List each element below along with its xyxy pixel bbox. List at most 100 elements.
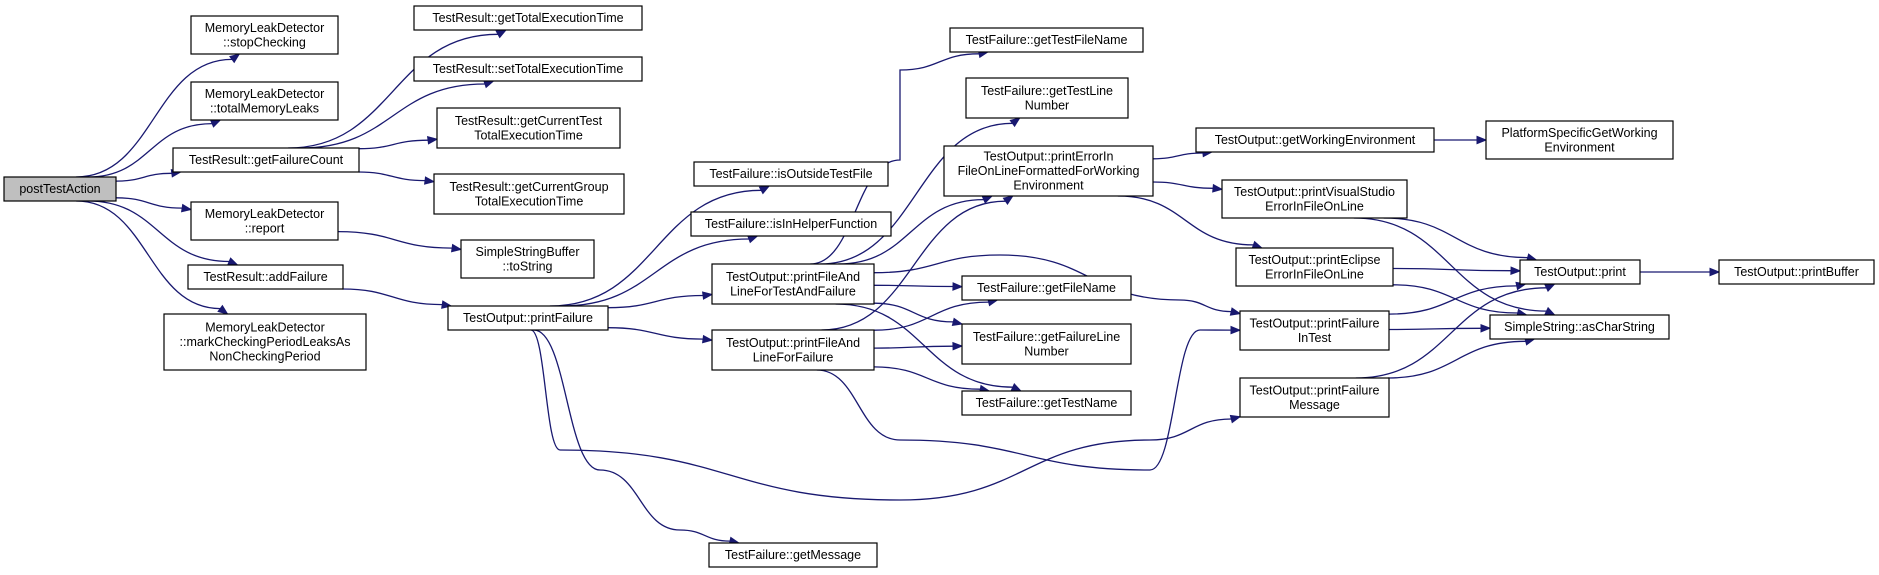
node-mld-markChecking[interactable]: MemoryLeakDetector::markCheckingPeriodLe… xyxy=(163,313,367,371)
node-label: LineForTestAndFailure xyxy=(730,284,856,298)
node-box xyxy=(693,161,889,187)
edge-line xyxy=(1383,217,1528,259)
call-edge xyxy=(358,171,436,185)
node-label: TestOutput::printFileAnd xyxy=(726,270,860,284)
edge-line xyxy=(873,284,954,288)
edge-line xyxy=(358,171,426,182)
node-label: TestFailure::getFileName xyxy=(977,281,1116,295)
arrowhead-icon xyxy=(952,282,964,291)
edge-line xyxy=(1392,267,1512,272)
node-tr-getCurrentGroupTotal[interactable]: TestResult::getCurrentGroupTotalExecutio… xyxy=(433,173,625,215)
node-label: TestOutput::printFailure xyxy=(1250,383,1380,397)
edge-line xyxy=(87,122,213,178)
node-label: TestResult::addFailure xyxy=(203,270,327,284)
node-tf-getTestName[interactable]: TestFailure::getTestName xyxy=(961,390,1132,416)
node-tr-getCurrentTestTotal[interactable]: TestResult::getCurrentTestTotalExecution… xyxy=(436,107,621,149)
node-label: TestFailure::getFailureLine xyxy=(973,330,1120,344)
arrowhead-icon xyxy=(758,185,771,195)
node-box xyxy=(190,81,339,121)
node-mld-report[interactable]: MemoryLeakDetector::report xyxy=(190,201,339,241)
arrowhead-icon xyxy=(1709,267,1721,277)
edge-line xyxy=(607,327,704,340)
node-box xyxy=(190,15,339,55)
node-label: NonCheckingPeriod xyxy=(209,350,320,364)
edge-line xyxy=(530,329,1232,501)
node-tf-getMessage[interactable]: TestFailure::getMessage xyxy=(708,542,878,568)
node-label: ::toString xyxy=(502,259,552,273)
node-box xyxy=(413,56,643,82)
arrowhead-icon xyxy=(1002,195,1014,205)
node-label: postTestAction xyxy=(19,182,100,196)
node-tf-getFileName[interactable]: TestFailure::getFileName xyxy=(961,275,1132,301)
node-to-printEclipse[interactable]: TestOutput::printEclipseErrorInFileOnLin… xyxy=(1235,247,1394,287)
node-mld-stopChecking[interactable]: MemoryLeakDetector::stopChecking xyxy=(190,15,339,55)
edge-line xyxy=(1152,181,1214,189)
node-label: TestFailure::isOutsideTestFile xyxy=(709,167,872,181)
edge-line xyxy=(115,197,183,209)
call-edge xyxy=(1383,217,1538,262)
call-edge xyxy=(76,200,229,315)
node-label: Number xyxy=(1025,98,1069,112)
node-label: Message xyxy=(1289,398,1340,412)
arrowhead-icon xyxy=(1010,383,1023,392)
node-box xyxy=(711,263,875,305)
node-label: ::report xyxy=(245,221,285,235)
node-ssb-toString[interactable]: SimpleStringBuffer::toString xyxy=(460,239,595,279)
call-edge xyxy=(533,329,741,546)
node-box xyxy=(1235,247,1394,287)
arrowhead-icon xyxy=(1212,183,1224,193)
node-to-printBuffer[interactable]: TestOutput::printBuffer xyxy=(1718,259,1875,285)
call-edge xyxy=(1152,181,1224,193)
node-label: ::markCheckingPeriodLeaksAs xyxy=(180,335,351,349)
node-mld-totalMemoryLeaks[interactable]: MemoryLeakDetector::totalMemoryLeaks xyxy=(190,81,339,121)
call-edge xyxy=(549,185,771,307)
node-tr-addFailure[interactable]: TestResult::addFailure xyxy=(187,264,344,290)
node-to-getWorkingEnvironment[interactable]: TestOutput::getWorkingEnvironment xyxy=(1195,127,1435,153)
node-box xyxy=(965,77,1129,119)
node-tf-isInHelperFunction[interactable]: TestFailure::isInHelperFunction xyxy=(690,211,892,237)
node-tf-isOutsideTestFile[interactable]: TestFailure::isOutsideTestFile xyxy=(693,161,889,187)
node-box xyxy=(413,5,643,31)
node-label: ErrorInFileOnLine xyxy=(1265,199,1364,213)
node-tr-setTotalExecutionTime[interactable]: TestResult::setTotalExecutionTime xyxy=(413,56,643,82)
node-to-printVisualStudio[interactable]: TestOutput::printVisualStudioErrorInFile… xyxy=(1221,179,1408,219)
call-edge xyxy=(873,282,964,291)
node-label: TestOutput::printErrorIn xyxy=(984,150,1114,164)
node-ss-asCharString[interactable]: SimpleString::asCharString xyxy=(1489,314,1670,340)
edge-line xyxy=(873,345,954,349)
call-edge xyxy=(1392,266,1522,276)
node-to-printFailure[interactable]: TestOutput::printFailure xyxy=(447,305,609,331)
node-box xyxy=(961,275,1132,301)
edge-line xyxy=(1355,287,1547,379)
node-label: TestResult::getCurrentTest xyxy=(455,114,603,128)
node-box xyxy=(711,329,875,371)
node-postTestAction[interactable]: postTestAction xyxy=(3,176,117,202)
arrowhead-icon xyxy=(180,203,193,213)
arrowhead-icon xyxy=(483,80,495,89)
arrowhead-icon xyxy=(1251,240,1264,249)
node-tf-getTestFileName[interactable]: TestFailure::getTestFileName xyxy=(949,27,1144,53)
node-to-printErrorInFileOnLineFormatted[interactable]: TestOutput::printErrorInFileOnLineFormat… xyxy=(943,145,1154,197)
call-edge xyxy=(821,195,1014,331)
call-edge xyxy=(873,254,1242,316)
arrowhead-icon xyxy=(424,176,436,185)
node-box xyxy=(172,147,360,173)
node-box xyxy=(1221,179,1408,219)
arrowhead-icon xyxy=(1230,325,1242,335)
call-edge xyxy=(1387,337,1536,379)
node-tr-getFailureCount[interactable]: TestResult::getFailureCount xyxy=(172,147,360,173)
node-box xyxy=(1519,259,1641,285)
call-edge xyxy=(873,341,964,351)
node-to-print[interactable]: TestOutput::print xyxy=(1519,259,1641,285)
node-label: TestFailure::getTestFileName xyxy=(966,33,1128,47)
node-tr-getTotalExecutionTime[interactable]: TestResult::getTotalExecutionTime xyxy=(413,5,643,31)
node-box xyxy=(190,201,339,241)
node-box xyxy=(961,390,1132,416)
node-to-printFileAndLineForTestAndFailure[interactable]: TestOutput::printFileAndLineForTestAndFa… xyxy=(711,263,875,305)
